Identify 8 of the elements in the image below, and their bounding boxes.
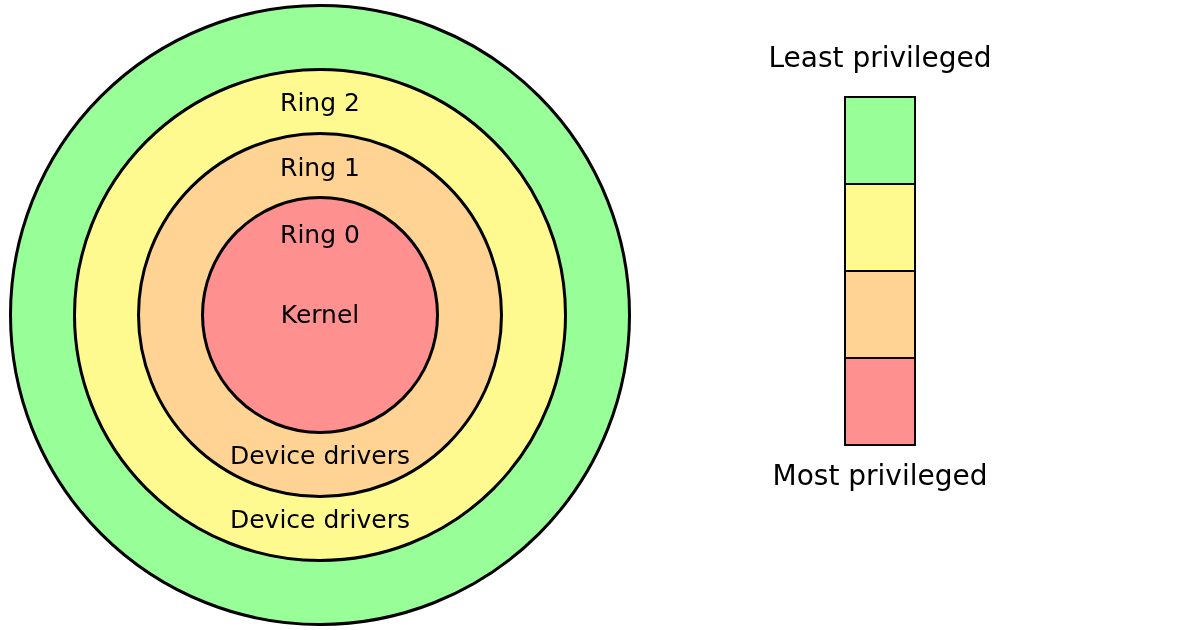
ring-label: Ring 2 bbox=[280, 89, 360, 117]
ring-label: Ring 1 bbox=[280, 154, 360, 182]
layer-label: Device drivers bbox=[230, 506, 410, 534]
legend-label: Most privileged bbox=[772, 460, 988, 492]
layer-label: Device drivers bbox=[230, 442, 410, 470]
ring-label: Ring 0 bbox=[280, 221, 360, 249]
legend-label: Least privileged bbox=[768, 42, 992, 74]
layer-label: Kernel bbox=[280, 301, 360, 329]
